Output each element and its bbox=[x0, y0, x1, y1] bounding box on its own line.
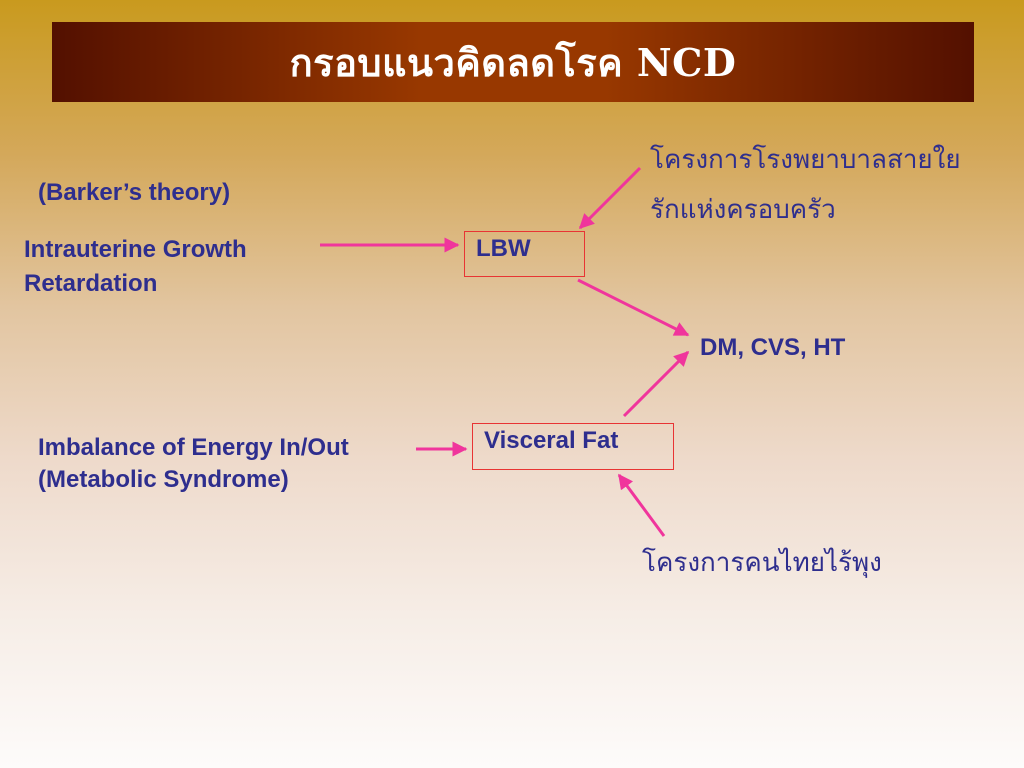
title-bar: กรอบแนวคิดลดโรค NCD bbox=[52, 22, 974, 102]
visceral-fat-box: Visceral Fat bbox=[472, 423, 674, 470]
iugr-line-2: Retardation bbox=[24, 270, 158, 297]
hospital-project-line-1: โครงการโรงพยาบาลสายใย bbox=[650, 145, 961, 175]
hospital-project-line-2: รักแห่งครอบครัว bbox=[650, 195, 836, 225]
imbalance-line-2: (Metabolic Syndrome) bbox=[38, 466, 289, 493]
arrow-lbw-to-outcome bbox=[577, 278, 690, 337]
arrow-visceral-to-outcome bbox=[622, 350, 690, 418]
lbw-box: LBW bbox=[464, 231, 585, 277]
arrow-hospital-to-lbw bbox=[578, 166, 642, 230]
barker-theory-label: (Barker’s theory) bbox=[38, 179, 231, 206]
lbw-label: LBW bbox=[476, 235, 531, 262]
iugr-line-1: Intrauterine Growth bbox=[24, 236, 247, 263]
outcome-label: DM, CVS, HT bbox=[700, 334, 846, 361]
belly-project-label: โครงการคนไทยไร้พุง bbox=[642, 548, 882, 578]
arrow-belly-to-visceral bbox=[617, 473, 666, 537]
imbalance-line-1: Imbalance of Energy In/Out bbox=[38, 434, 349, 461]
visceral-fat-label: Visceral Fat bbox=[484, 427, 619, 454]
slide-title: กรอบแนวคิดลดโรค NCD bbox=[289, 39, 737, 85]
